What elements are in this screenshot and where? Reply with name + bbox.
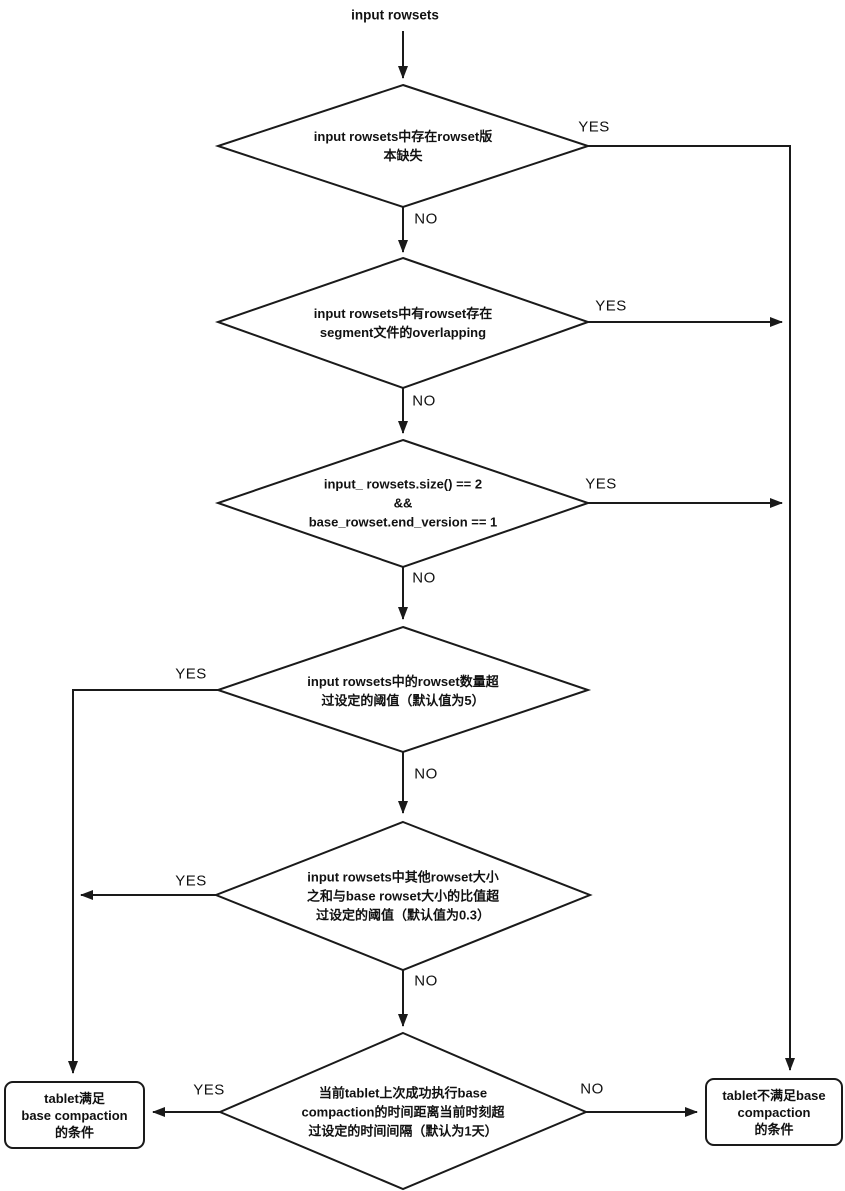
decision-size-ratio-label: input rowsets中其他rowset大小 之和与base rowset大…	[307, 868, 499, 925]
edge-label-d1-yes: YES	[578, 118, 610, 136]
edge-label-d6-yes: YES	[193, 1081, 225, 1099]
decision-time-interval-label: 当前tablet上次成功执行base compaction的时间距离当前时刻超 …	[302, 1084, 505, 1141]
decision-line: compaction的时间距离当前时刻超	[301, 1104, 505, 1120]
edge-label-d3-yes: YES	[585, 475, 617, 493]
terminal-line: tablet不满足base	[722, 1087, 826, 1103]
edge-d1-yes	[588, 145, 795, 1071]
decision-version-missing-shape	[214, 83, 592, 209]
start-label: input rowsets	[351, 7, 439, 23]
decision-line: input rowsets中有rowset存在	[313, 306, 493, 321]
decision-segment-overlapping-label: input rowsets中有rowset存在 segment文件的overla…	[314, 304, 492, 342]
edge-label-d1-no: NO	[414, 210, 438, 228]
edge-label-d4-yes: YES	[175, 665, 207, 683]
terminal-line: 的条件	[54, 1124, 94, 1140]
edge-label-d4-no: NO	[414, 765, 438, 783]
decision-line: 之和与base rowset大小的比值超	[306, 888, 500, 904]
terminal-line: 的条件	[754, 1121, 794, 1137]
decision-rowsets-size-label: input_ rowsets.size() == 2 && base_rowse…	[309, 475, 498, 532]
decision-line: 过设定的阈值（默认值为0.3）	[315, 907, 491, 923]
edge-label-d3-no: NO	[412, 569, 436, 587]
terminal-line: compaction	[737, 1104, 811, 1120]
decision-segment-overlapping-shape	[214, 256, 592, 390]
edge-label-d5-no: NO	[414, 972, 438, 990]
decision-line: segment文件的overlapping	[319, 325, 487, 340]
terminal-line: tablet满足	[44, 1090, 105, 1106]
decision-line: 本缺失	[383, 148, 423, 163]
decision-line: base_rowset.end_version == 1	[308, 514, 498, 530]
edge-label-d2-yes: YES	[595, 297, 627, 315]
decision-line: input rowsets中其他rowset大小	[307, 869, 499, 885]
terminal-line: base compaction	[21, 1107, 128, 1123]
result-meets-condition: tablet满足 base compaction 的条件	[4, 1081, 145, 1149]
edge-d4-yes	[68, 689, 218, 1074]
decision-line: 过设定的时间间隔（默认为1天）	[308, 1123, 498, 1139]
result-not-meets-condition: tablet不满足base compaction 的条件	[705, 1078, 843, 1146]
decision-line: input rowsets中存在rowset版	[313, 129, 493, 144]
decision-line: &&	[393, 495, 413, 511]
decision-size-ratio-shape	[213, 820, 593, 972]
decision-line: 过设定的阈值（默认值为5）	[321, 693, 485, 708]
edge-label-d5-yes: YES	[175, 872, 207, 890]
edge-label-d2-no: NO	[412, 392, 436, 410]
decision-version-missing-label: input rowsets中存在rowset版 本缺失	[314, 127, 492, 165]
decision-rowset-count-label: input rowsets中的rowset数量超 过设定的阈值（默认值为5）	[307, 672, 498, 710]
decision-line: input rowsets中的rowset数量超	[307, 674, 499, 689]
edge-label-d6-no: NO	[580, 1080, 604, 1098]
decision-line: 当前tablet上次成功执行base	[318, 1085, 488, 1101]
decision-time-interval-shape	[217, 1031, 589, 1191]
decision-rowset-count-shape	[214, 625, 592, 754]
decision-line: input_ rowsets.size() == 2	[323, 476, 483, 492]
decision-rowsets-size-shape	[214, 438, 592, 569]
